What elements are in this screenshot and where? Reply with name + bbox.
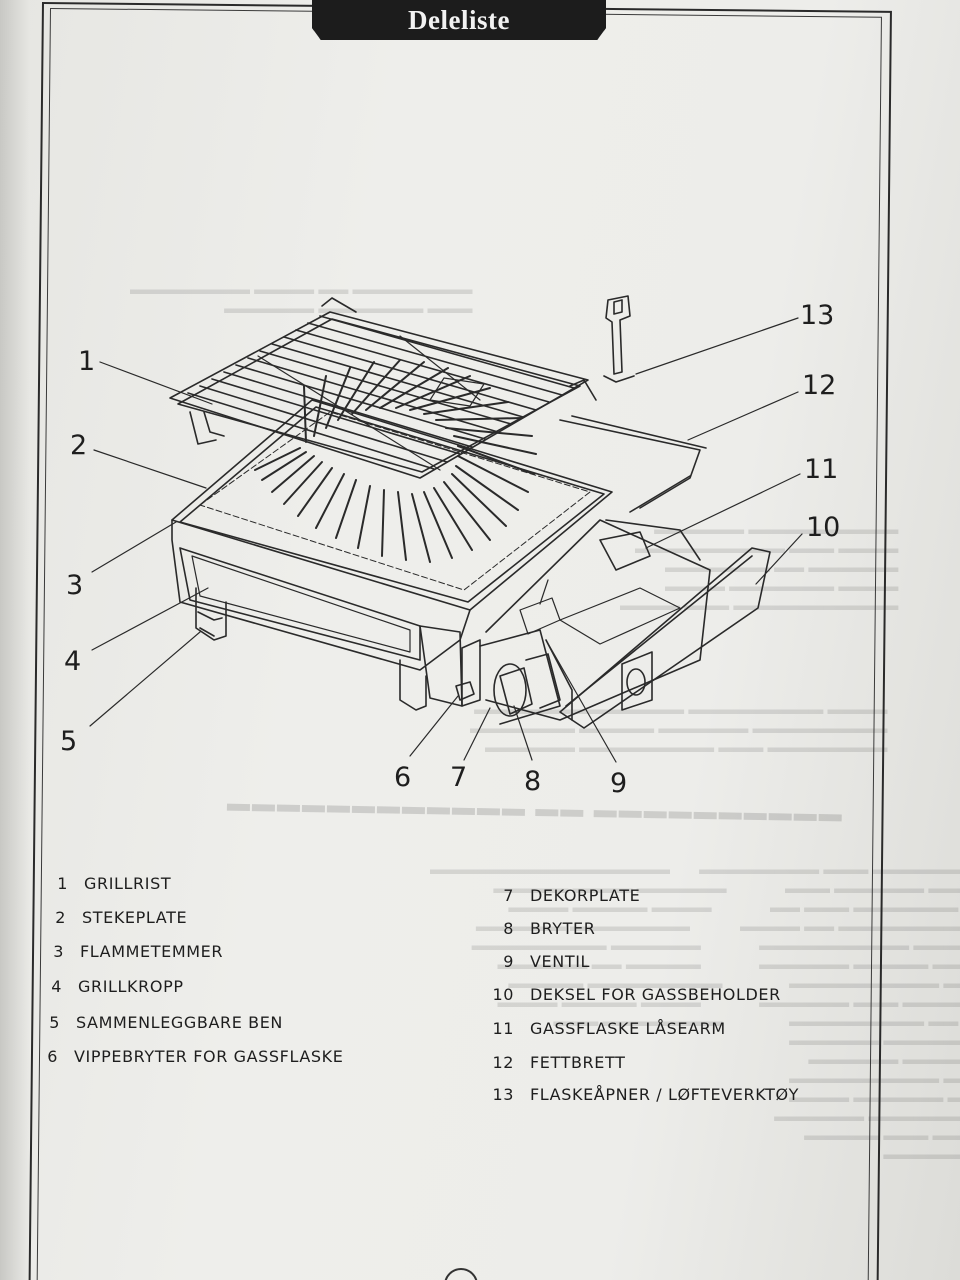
part-item: 8 BRYTER — [486, 919, 595, 938]
part-item: 5 SAMMENLEGGBARE BEN — [32, 1013, 283, 1032]
callout-11: 11 — [804, 454, 838, 485]
part-number: 2 — [55, 908, 66, 927]
grill-rack-drawing — [169, 297, 597, 479]
part-name: FLASKEÅPNER / LØFTEVERKTØY — [530, 1085, 800, 1104]
part-name: FLAMMETEMMER — [80, 942, 224, 961]
callout-leader-lines — [89, 317, 803, 763]
grill-body-drawing — [171, 399, 613, 711]
section-title: Deleliste — [408, 4, 510, 35]
part-item: 1 GRILLRIST — [40, 874, 171, 893]
callout-3: 3 — [66, 570, 83, 601]
part-name: DEKSEL FOR GASSBEHOLDER — [530, 985, 781, 1004]
callout-5: 5 — [60, 726, 77, 757]
part-number: 1 — [57, 874, 68, 893]
part-name: FETTBRETT — [530, 1053, 626, 1072]
part-item: 7 DEKORPLATE — [486, 886, 640, 905]
part-name: STEKEPLATE — [82, 908, 188, 927]
part-name: VENTIL — [530, 952, 591, 971]
part-number: 11 — [492, 1019, 514, 1038]
control-knob-drawing — [455, 629, 561, 725]
part-number: 7 — [503, 886, 514, 905]
grill-exploded-diagram: 1 2 3 4 5 6 7 8 9 10 11 12 13 — [60, 295, 840, 799]
callout-2: 2 — [70, 430, 87, 461]
callout-1: 1 — [78, 346, 95, 377]
callout-7: 7 — [450, 762, 467, 793]
callout-9: 9 — [610, 768, 627, 799]
part-number: 10 — [492, 985, 514, 1004]
bottle-opener-drawing — [603, 295, 635, 383]
callout-4: 4 — [64, 646, 81, 677]
part-item: 10 DEKSEL FOR GASSBEHOLDER — [486, 985, 781, 1004]
part-name: GASSFLASKE LÅSEARM — [530, 1019, 726, 1038]
part-name: VIPPEBRYTER FOR GASSFLASKE — [74, 1047, 344, 1066]
part-name: GRILLRIST — [84, 874, 172, 893]
part-item: 9 VENTIL — [486, 952, 590, 971]
gas-compartment-drawing — [485, 519, 771, 729]
part-item: 3 FLAMMETEMMER — [36, 942, 223, 961]
part-item: 13 FLASKEÅPNER / LØFTEVERKTØY — [486, 1085, 799, 1104]
section-title-tab: Deleliste — [312, 0, 606, 40]
callout-12: 12 — [802, 370, 836, 401]
callout-13: 13 — [800, 300, 834, 331]
part-item: 12 FETTBRETT — [486, 1053, 625, 1072]
part-number: 12 — [492, 1053, 514, 1072]
part-number: 9 — [503, 952, 514, 971]
callout-10: 10 — [806, 512, 840, 543]
part-number: 4 — [51, 977, 62, 996]
part-number: 6 — [47, 1047, 58, 1066]
part-item: 11 GASSFLASKE LÅSEARM — [486, 1019, 726, 1038]
part-item: 2 STEKEPLATE — [38, 908, 187, 927]
callout-8: 8 — [524, 766, 541, 797]
part-number: 13 — [492, 1085, 514, 1104]
part-item: 6 VIPPEBRYTER FOR GASSFLASKE — [30, 1047, 343, 1066]
part-number: 5 — [49, 1013, 60, 1032]
page-edge-shadow — [0, 0, 30, 1280]
part-name: BRYTER — [530, 919, 596, 938]
part-item: 4 GRILLKROPP — [34, 977, 184, 996]
part-name: DEKORPLATE — [530, 886, 641, 905]
part-name: GRILLKROPP — [78, 977, 184, 996]
grease-tray-drawing — [559, 415, 707, 513]
part-name: SAMMENLEGGBARE BEN — [76, 1013, 283, 1032]
burner-slots-drawing — [254, 359, 537, 563]
part-number: 3 — [53, 942, 64, 961]
part-number: 8 — [503, 919, 514, 938]
callout-numbers: 1 2 3 4 5 6 7 8 9 10 11 12 13 — [60, 300, 840, 799]
callout-6: 6 — [394, 762, 411, 793]
